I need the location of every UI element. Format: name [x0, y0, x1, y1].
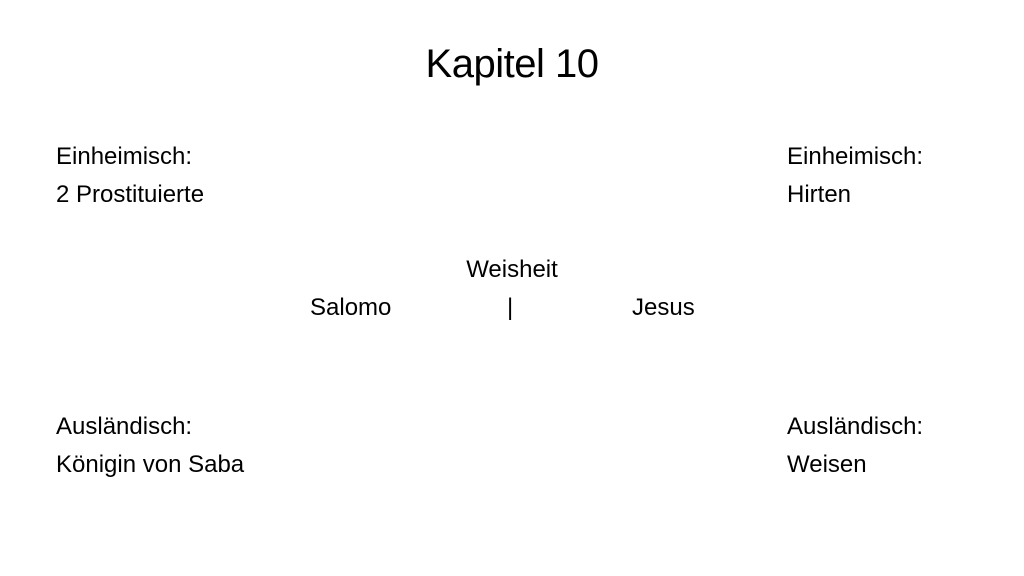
top-right-value: Hirten: [787, 181, 852, 208]
center-right-text: Jesus: [632, 294, 695, 321]
bottom-left-value: Königin von Saba: [56, 451, 245, 478]
center-heading: Weisheit: [466, 256, 558, 283]
bottom-left-label: Ausländisch:: [56, 413, 193, 440]
bottom-left-block: Ausländisch: Königin von Saba: [56, 408, 244, 484]
top-right-label: Einheimisch:: [787, 143, 924, 170]
bottom-right-value: Weisen: [787, 451, 867, 478]
slide-title: Kapitel 10: [425, 42, 599, 86]
bottom-right-block: Ausländisch: Weisen: [787, 408, 923, 484]
center-separator: |: [507, 294, 514, 321]
center-left-text: Salomo: [310, 294, 392, 321]
top-left-block: Einheimisch: 2 Prostituierte: [56, 138, 204, 214]
top-right-block: Einheimisch: Hirten: [787, 138, 923, 214]
top-left-value: 2 Prostituierte: [56, 181, 205, 208]
top-left-label: Einheimisch:: [56, 143, 193, 170]
bottom-right-label: Ausländisch:: [787, 413, 924, 440]
